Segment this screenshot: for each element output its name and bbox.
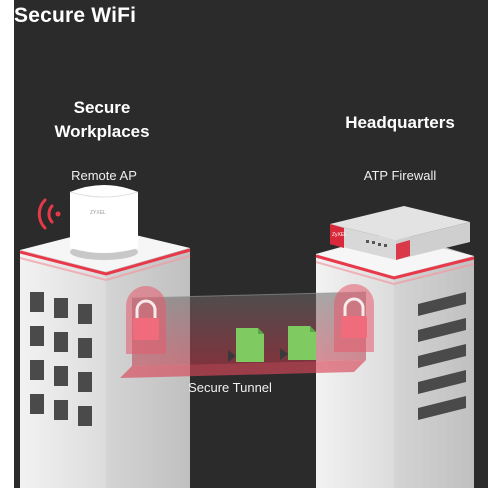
firewall-brand-text: ZyXEL xyxy=(332,232,347,238)
diagram-illustration: ZYXEL ZyXEL xyxy=(19,185,475,488)
atp-firewall-device: ZyXEL xyxy=(330,206,470,260)
wifi-signal-icon xyxy=(37,198,61,230)
headquarters-title: Headquarters xyxy=(345,113,455,132)
left-padlock-icon xyxy=(126,286,166,354)
page-title: Secure WiFi xyxy=(14,4,137,27)
document-icon xyxy=(280,326,316,360)
remote-ap-device: ZYXEL xyxy=(69,185,139,260)
remote-ap-label: Remote AP xyxy=(71,168,137,183)
secure-workplaces-line1: Secure xyxy=(73,98,131,117)
atp-firewall-label: ATP Firewall xyxy=(363,168,437,183)
ap-brand-text: ZYXEL xyxy=(90,210,106,216)
secure-workplaces-line2: Workplaces xyxy=(54,122,150,141)
diagram-panel: ZYXEL ZyXEL Secure WiFi Secure Workplace… xyxy=(14,0,488,488)
secure-tunnel-label: Secure Tunnel xyxy=(188,380,272,395)
document-icon xyxy=(228,328,264,362)
secure-workplaces-title: Secure Workplaces xyxy=(42,96,162,144)
right-padlock-icon xyxy=(334,284,374,352)
